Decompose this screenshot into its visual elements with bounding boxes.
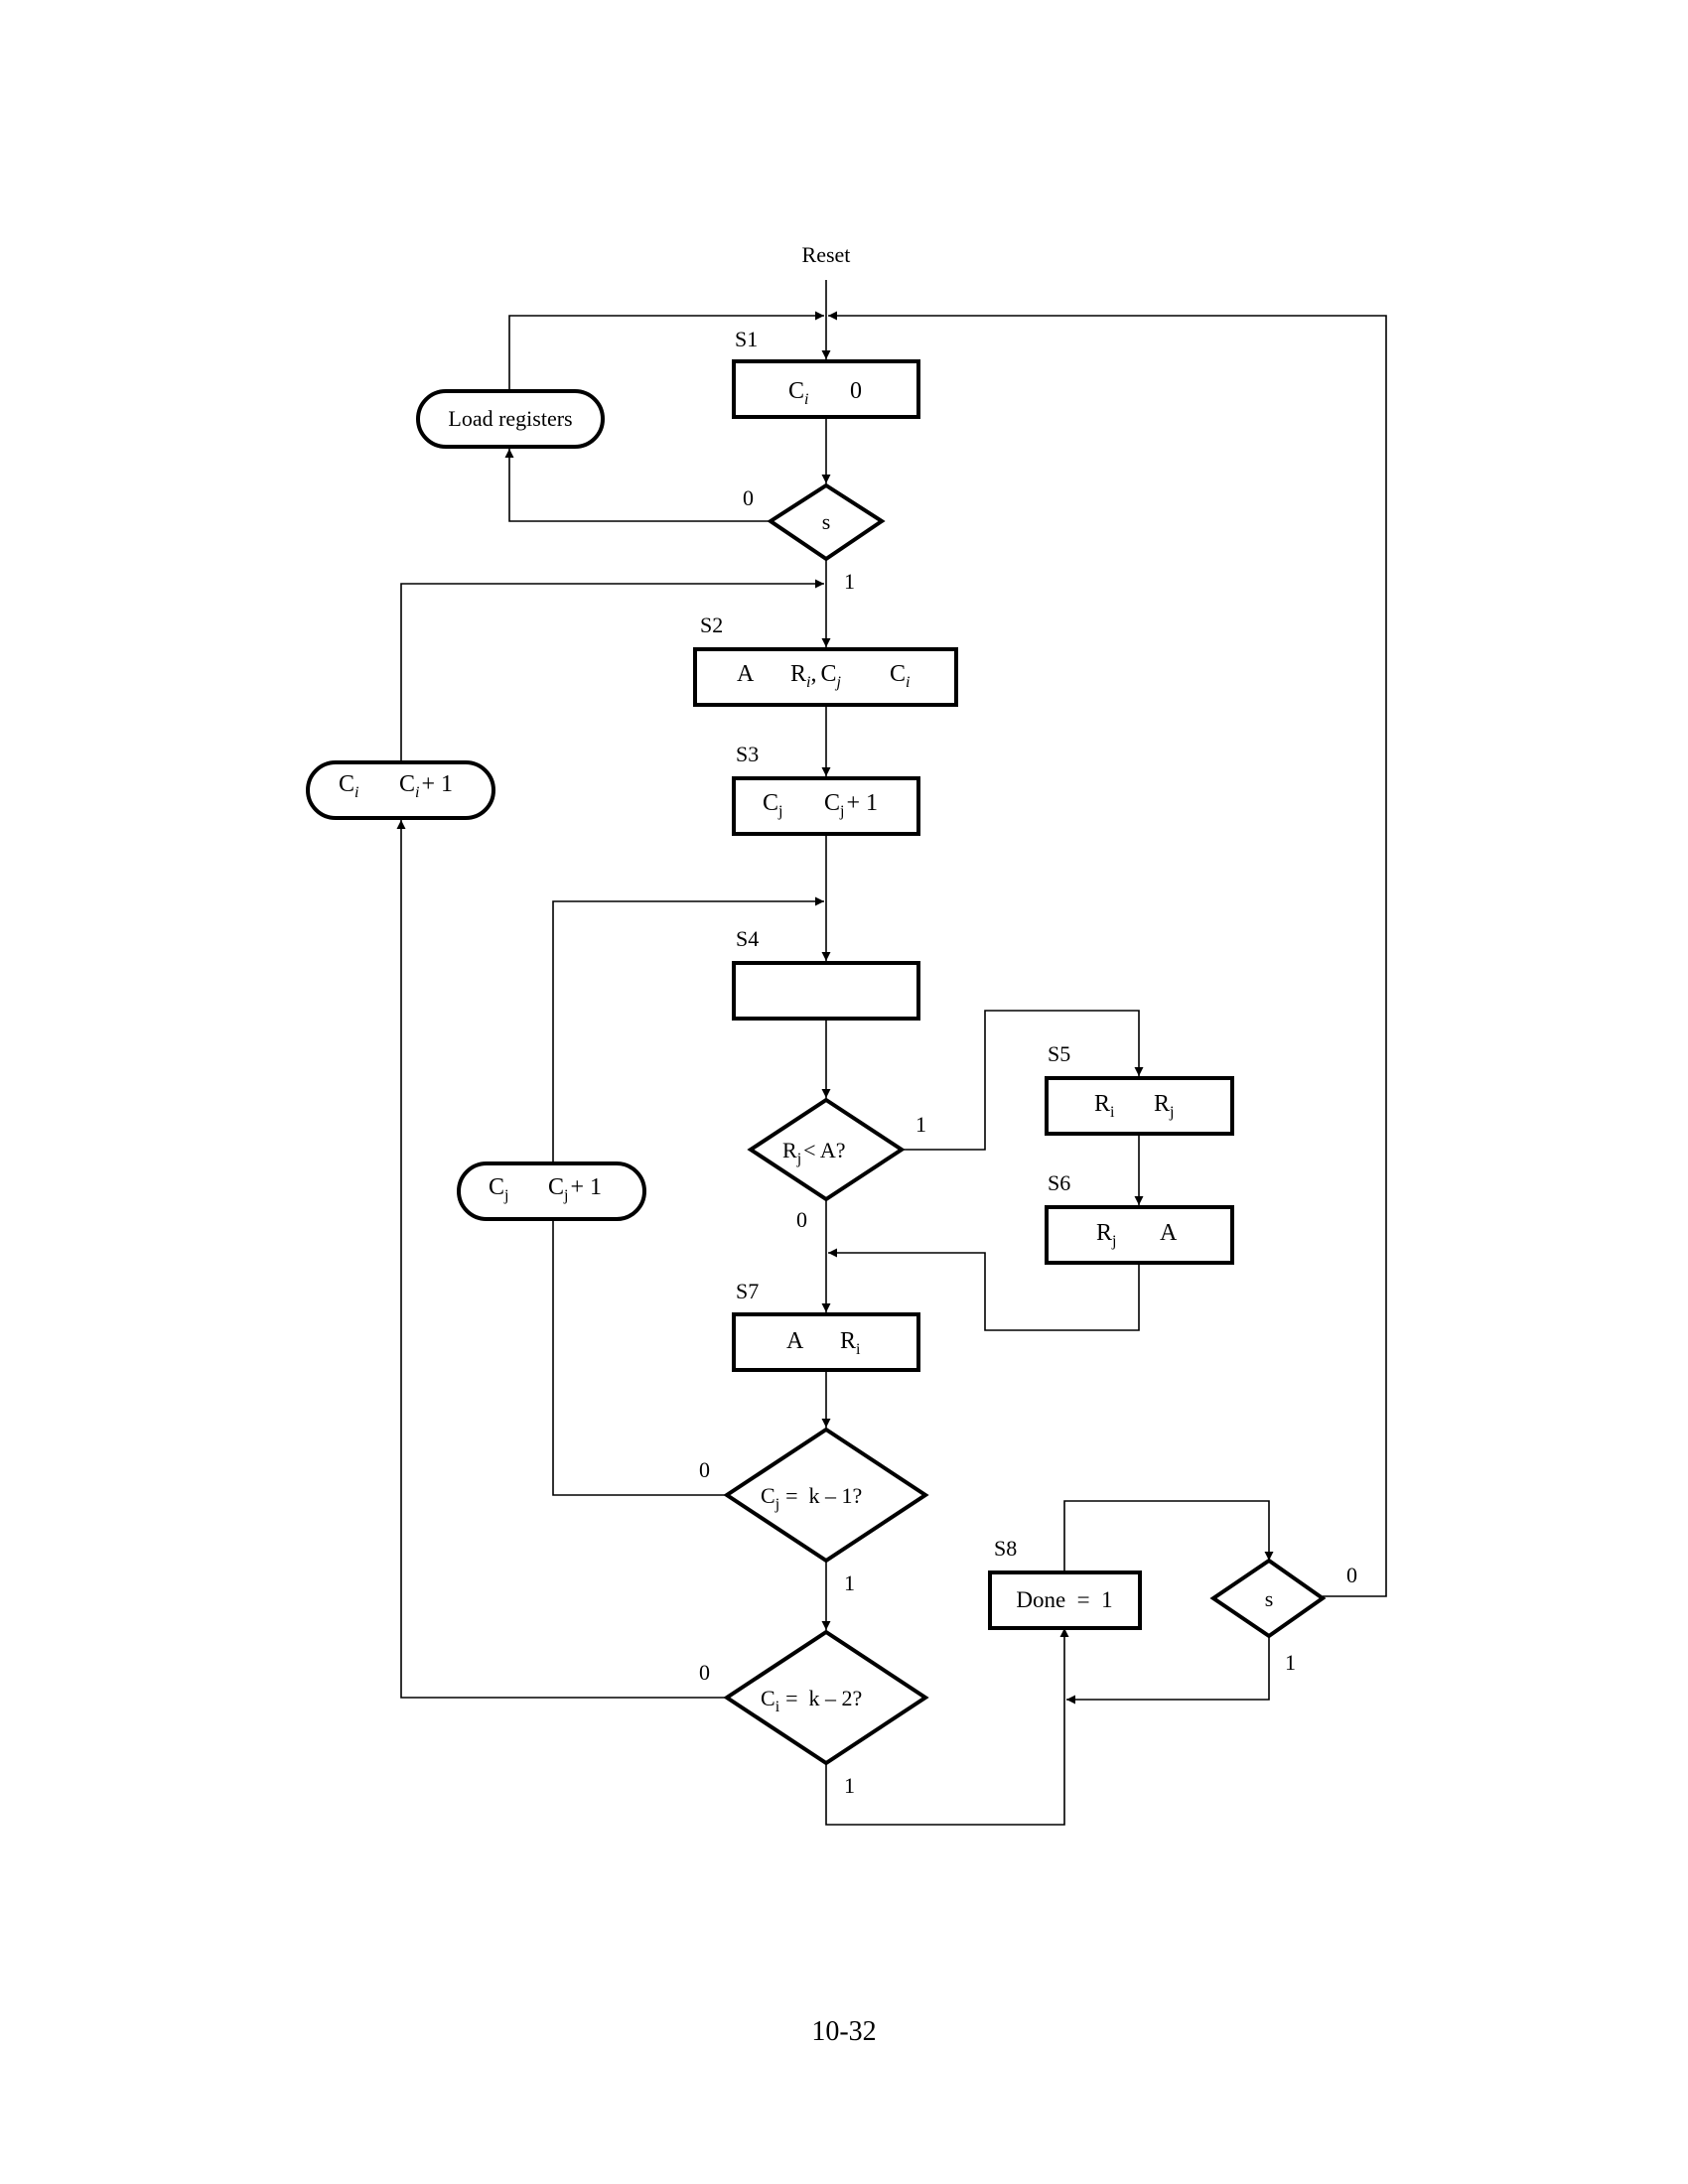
state-s5-name: S5	[1048, 1041, 1070, 1066]
decision-rj-lt-a: Rj< A? 1 0	[747, 1097, 926, 1232]
state-s1-rhs: 0	[850, 378, 862, 404]
state-s3-rhs: Cj+ 1	[824, 790, 878, 820]
decision-s-top-yes: 1	[844, 569, 855, 594]
decision-s-top-text: s	[822, 509, 831, 534]
state-s7: S7 A Ri	[732, 1279, 920, 1372]
state-s2-ci: Ci	[890, 661, 910, 691]
decision-s-top-diamond	[767, 482, 886, 562]
state-s7-lhs: A	[786, 1328, 804, 1354]
state-s1-lhs: Ci	[788, 378, 808, 408]
cond-cj-increment: Cj Cj+ 1	[457, 1161, 646, 1221]
cond-load-box	[416, 389, 605, 449]
s-zero-to-load-wire	[504, 449, 771, 522]
s8-to-s-bottom-wire	[1063, 1500, 1274, 1570]
decision-s-bottom-yes: 1	[1285, 1650, 1296, 1675]
decision-cj-yes: 1	[844, 1570, 855, 1595]
state-s1-name: S1	[735, 327, 758, 351]
state-s2-name: S2	[700, 613, 723, 637]
decision-s-bottom-no: 0	[1346, 1563, 1357, 1587]
state-s8-name: S8	[994, 1536, 1017, 1561]
rj-yes-to-s5-wire	[902, 1010, 1144, 1151]
state-s4-box	[732, 961, 920, 1021]
decision-rj-yes: 1	[915, 1112, 926, 1137]
decision-cj-text: Cj= k – 1?	[761, 1483, 862, 1513]
decision-rj-no: 0	[796, 1207, 807, 1232]
s-bottom-return-wire	[828, 311, 1387, 1597]
page-number: 10-32	[811, 2016, 876, 2047]
s-bottom-yes-wire	[1066, 1636, 1270, 1705]
cond-ci-increment: Ci Ci+ 1	[306, 760, 495, 820]
decision-rj-diamond	[747, 1097, 906, 1202]
decision-s-top: s 0 1	[743, 482, 886, 594]
decision-s-top-no: 0	[743, 485, 754, 510]
load-return-wire	[508, 311, 824, 390]
state-s6: S6 Rj A	[1045, 1170, 1234, 1265]
ci-yes-to-s8-wire	[825, 1628, 1069, 1826]
decision-rj-text: Rj< A?	[782, 1138, 846, 1167]
cond-cj-lhs: Cj	[489, 1174, 508, 1204]
state-s6-rhs: A	[1160, 1220, 1178, 1246]
cond-cj-rhs: Cj+ 1	[548, 1174, 602, 1204]
state-s5-box	[1045, 1076, 1234, 1136]
state-s2-box	[693, 647, 958, 707]
ci-inc-return-wire	[400, 579, 824, 760]
state-s6-name: S6	[1048, 1170, 1070, 1195]
decision-s-bottom-diamond	[1209, 1558, 1327, 1639]
state-s6-lhs: Rj	[1096, 1220, 1116, 1250]
decision-ci-yes: 1	[844, 1773, 855, 1798]
cj-no-to-inc-wire	[552, 1221, 727, 1496]
decision-s-bottom-text: s	[1265, 1586, 1274, 1611]
state-s2-r: Ri,Cj	[790, 661, 841, 691]
state-s5-lhs: Ri	[1094, 1091, 1115, 1121]
state-s7-box	[732, 1312, 920, 1372]
cond-ci-box	[306, 760, 495, 820]
decision-cj-no: 0	[699, 1457, 710, 1482]
state-s3-box	[732, 776, 920, 836]
state-s7-rhs: Ri	[840, 1328, 861, 1358]
state-s8-box	[988, 1570, 1142, 1630]
state-s2-a: A	[737, 661, 755, 687]
state-s1: S1 Ci 0	[732, 327, 920, 419]
state-s2: S2 A Ri,Cj Ci	[693, 613, 958, 707]
s6-return-wire	[828, 1248, 1140, 1331]
connectors	[396, 280, 1387, 1826]
cond-load-registers: Load registers	[416, 389, 605, 449]
decision-cj-diamond	[723, 1427, 929, 1564]
cj-inc-return-wire	[552, 896, 824, 1163]
decision-ci-text: Ci= k – 2?	[761, 1686, 862, 1715]
decision-ci-diamond	[723, 1629, 929, 1766]
reset-label: Reset	[802, 242, 851, 267]
cond-cj-box	[457, 1161, 646, 1221]
state-s4-name: S4	[736, 926, 759, 951]
decision-ci-no: 0	[699, 1660, 710, 1685]
state-s3-lhs: Cj	[763, 790, 782, 820]
state-s5-rhs: Rj	[1154, 1091, 1174, 1121]
state-s6-box	[1045, 1205, 1234, 1265]
cond-ci-rhs: Ci+ 1	[399, 771, 453, 801]
ci-no-to-inc-wire	[396, 820, 727, 1699]
decision-cj-eq: Cj= k – 1? 0 1	[699, 1427, 929, 1595]
state-s3-name: S3	[736, 742, 759, 766]
decision-s-bottom: s 0 1	[1209, 1558, 1357, 1675]
state-s3: S3 Cj Cj+ 1	[732, 742, 920, 836]
state-s1-box	[732, 359, 920, 419]
state-s4: S4	[732, 926, 920, 1021]
cond-load-text: Load registers	[448, 406, 572, 431]
cond-ci-lhs: Ci	[339, 771, 358, 801]
state-s8-text: Done = 1	[1016, 1587, 1112, 1612]
decision-ci-eq: Ci= k – 2? 0 1	[699, 1629, 929, 1798]
state-s8: S8 Done = 1	[988, 1536, 1142, 1630]
state-s5: S5 Ri Rj	[1045, 1041, 1234, 1136]
state-s7-name: S7	[736, 1279, 759, 1303]
